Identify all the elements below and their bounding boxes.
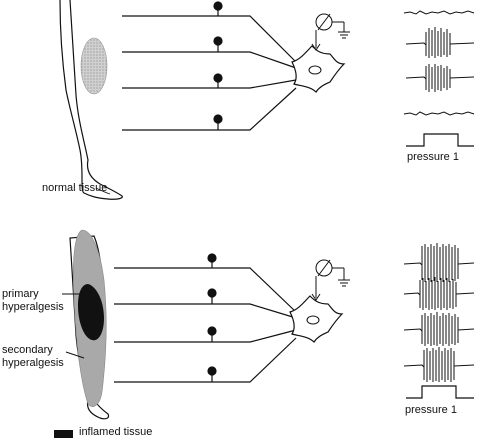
secondary-pointer	[65, 351, 85, 359]
legend-label: inflamed tissue	[79, 426, 153, 438]
primary-label-line2: hyperalgesis	[2, 301, 64, 313]
leg-normal	[59, 0, 123, 200]
secondary-label-line1: secondary	[2, 344, 53, 356]
pressure-step-inflamed	[406, 385, 474, 399]
trace-normal-2	[405, 27, 475, 58]
trace-inflamed-2	[403, 277, 475, 310]
primary-label-line1: primary	[2, 288, 39, 300]
trace-inflamed-3	[403, 312, 475, 346]
normal-panel	[59, 0, 475, 200]
normal-tissue-label: normal tissue	[42, 182, 108, 194]
fiber-probes-normal	[213, 1, 223, 130]
fiber-probes-inflamed	[207, 253, 217, 382]
primary-hyperalgesia-label: primary hyperalgesis	[2, 288, 64, 314]
afferent-fibers-inflamed	[114, 267, 297, 383]
dorsal-horn-neuron-normal	[291, 45, 346, 93]
trace-inflamed-1	[403, 243, 475, 282]
trace-normal-3	[405, 64, 475, 92]
inflamed-area	[78, 284, 104, 341]
pressure-step-normal	[406, 133, 474, 147]
recording-electrode-normal	[311, 13, 350, 51]
dorsal-horn-neuron-inflamed	[289, 295, 344, 343]
trace-normal-4	[403, 111, 475, 116]
secondary-label-line2: hyperalgesis	[2, 357, 64, 369]
pressure-label-inflamed: pressure 1	[405, 404, 457, 416]
trace-inflamed-4	[403, 347, 475, 382]
secondary-hyperalgesia-label: secondary hyperalgesis	[2, 344, 64, 370]
pressure-label-normal: pressure 1	[407, 151, 459, 163]
legend-swatch-inflamed	[54, 430, 73, 438]
trace-normal-1	[403, 10, 475, 15]
afferent-fibers-normal	[122, 15, 297, 131]
recording-electrode-inflamed	[311, 259, 350, 301]
receptive-field-normal	[80, 37, 108, 95]
inflamed-panel	[62, 229, 475, 420]
